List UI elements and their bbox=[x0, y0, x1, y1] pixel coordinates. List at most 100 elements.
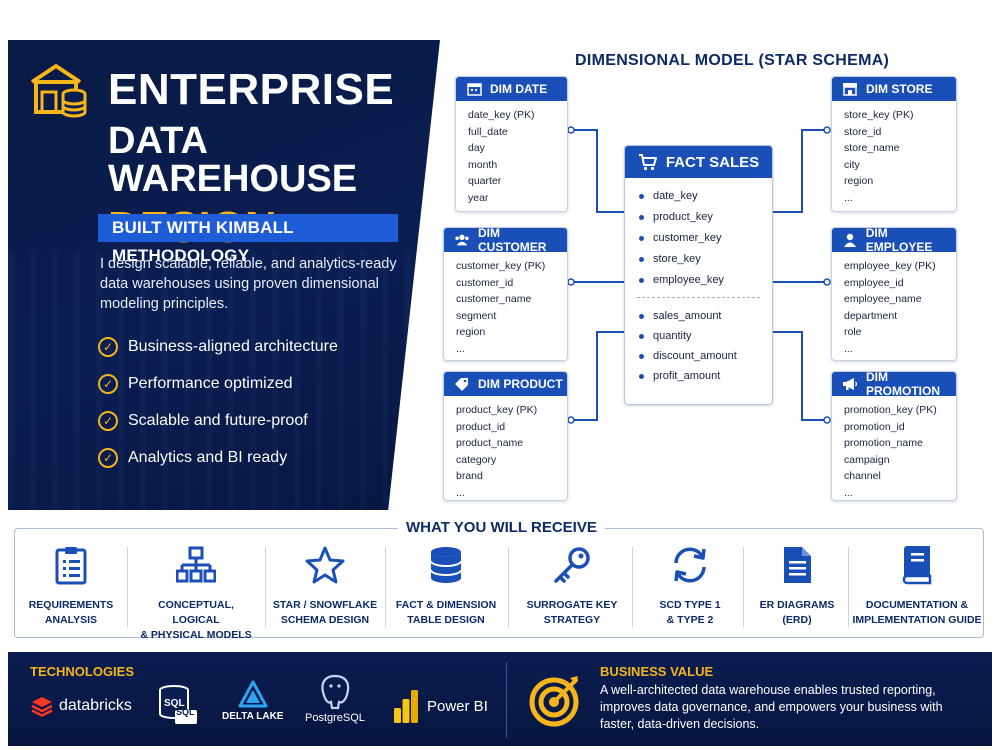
dim-product-table[interactable]: DIM PRODUCT product_key (PK) product_id … bbox=[443, 371, 568, 501]
deliverable-documentation: DOCUMENTATION & IMPLEMENTATION GUIDE bbox=[852, 545, 982, 635]
field: brand bbox=[456, 470, 483, 482]
connector-store bbox=[772, 129, 830, 213]
benefit-item: ✓ Performance optimized bbox=[98, 365, 338, 402]
databricks-logo-icon bbox=[31, 697, 53, 717]
business-value-text: A well-architected data warehouse enable… bbox=[600, 683, 943, 731]
tech-label: DELTA LAKE bbox=[222, 711, 284, 722]
intro-text: I design scalable, reliable, and analyti… bbox=[100, 256, 397, 312]
benefit-item: ✓Analytics and BI ready bbox=[98, 439, 338, 476]
tech-label: PostgreSQL bbox=[305, 712, 365, 724]
field: ... bbox=[456, 486, 465, 499]
methodology-banner: BUILT WITH KIMBALL METHODOLOGY bbox=[98, 214, 398, 265]
dim-date-table[interactable]: DIM DATE date_key (PK) full_date day mon… bbox=[455, 76, 568, 212]
deliverable-line2: (ERD) bbox=[782, 614, 812, 626]
field: category bbox=[456, 453, 497, 466]
deliverable-line1: STAR / SNOWFLAKE bbox=[272, 599, 378, 611]
field: product_name bbox=[456, 437, 524, 449]
dim-product-title: DIM PRODUCT bbox=[478, 377, 563, 391]
deliverable-line1: ER DIAGRAMS bbox=[759, 599, 835, 611]
deliverable-schema-design: STAR / SNOWFLAKE SCHEMA DESIGN bbox=[266, 545, 384, 635]
divider bbox=[385, 547, 386, 627]
dim-date-header: DIM DATE bbox=[456, 77, 567, 101]
dim-date-title: DIM DATE bbox=[490, 82, 548, 96]
benefit-item: ✓ Business-aligned architecture bbox=[98, 328, 338, 365]
check-icon: ✓ bbox=[98, 336, 118, 357]
field: city bbox=[844, 158, 860, 171]
benefit-label: Scalable and future-proof bbox=[128, 411, 308, 429]
field: role bbox=[844, 326, 862, 338]
field: department bbox=[844, 309, 898, 322]
dim-promotion-table[interactable]: DIM PROMOTION promotion_key (PK) promoti… bbox=[831, 370, 957, 501]
benefit-item: ✓Scalable and future-proof bbox=[98, 402, 338, 439]
clipboard-icon bbox=[55, 547, 87, 585]
tech-label: SQL bbox=[176, 707, 195, 717]
star-icon bbox=[305, 546, 345, 584]
dim-store-title: DIM STORE bbox=[866, 82, 933, 96]
field: channel bbox=[844, 470, 881, 482]
deliverable-erd: ER DIAGRAMS (ERD) bbox=[738, 545, 856, 635]
calendar-icon bbox=[466, 82, 482, 96]
deliverable-line1: REQUIREMENTS bbox=[28, 599, 114, 611]
deliverable-line2: STRATEGY bbox=[543, 614, 601, 626]
fact-sales-table[interactable]: FACT SALES date_key product_key customer… bbox=[624, 145, 773, 405]
dim-store-header: DIM STORE bbox=[832, 77, 956, 101]
field: promotion_key (PK) bbox=[844, 404, 937, 416]
deliverable-line1: SCD TYPE 1 bbox=[659, 599, 721, 611]
fact-sales-title: FACT SALES bbox=[665, 153, 760, 171]
store-icon bbox=[842, 82, 858, 96]
deliverable-line1: SURROGATE KEY bbox=[526, 599, 618, 611]
fact-measures: sales_amount quantity discount_amount pr… bbox=[625, 306, 772, 386]
schema-title: DIMENSIONAL MODEL (STAR SCHEMA) bbox=[575, 52, 890, 69]
fact-measure: discount_amount bbox=[639, 346, 772, 366]
connector-product bbox=[568, 331, 625, 421]
field: campaign bbox=[844, 453, 890, 466]
field: employee_name bbox=[844, 293, 922, 305]
tech-postgresql: PostgreSQL bbox=[305, 674, 365, 726]
megaphone-icon bbox=[842, 377, 858, 391]
field: store_key (PK) bbox=[844, 109, 914, 121]
postgresql-elephant-icon bbox=[321, 674, 350, 710]
tech-databricks: databricks bbox=[30, 680, 132, 732]
dim-employee-table[interactable]: DIM EMPLOYEE employee_key (PK) employee_… bbox=[831, 226, 957, 361]
deliverable-line2: IMPLEMENTATION GUIDE bbox=[852, 614, 982, 626]
tech-delta-lake: DELTA LAKE bbox=[222, 680, 283, 732]
field: month bbox=[468, 158, 498, 171]
field: promotion_id bbox=[844, 420, 905, 433]
deliverable-line1: DOCUMENTATION & bbox=[865, 599, 969, 611]
field: customer_id bbox=[456, 276, 514, 289]
field: date_key (PK) bbox=[468, 109, 535, 121]
fact-measure: quantity bbox=[639, 326, 772, 346]
deliverable-surrogate-key: SURROGATE KEY STRATEGY bbox=[513, 545, 631, 635]
dim-store-table[interactable]: DIM STORE store_key (PK) store_id store_… bbox=[831, 76, 957, 212]
check-icon: ✓ bbox=[98, 373, 118, 394]
field: ... bbox=[456, 342, 465, 355]
field: year bbox=[468, 191, 489, 204]
fact-sales-header: FACT SALES bbox=[625, 146, 772, 178]
user-icon bbox=[842, 233, 858, 247]
delta-lake-icon bbox=[238, 680, 268, 708]
divider bbox=[506, 662, 507, 738]
benefit-list: ✓ Business-aligned architecture ✓ Performa… bbox=[98, 328, 338, 476]
field: region bbox=[844, 175, 874, 187]
fact-key: customer_key bbox=[639, 228, 772, 249]
fact-key: product_key bbox=[639, 207, 772, 228]
dim-customer-title: DIM CUSTOMER bbox=[478, 226, 547, 254]
hierarchy-icon bbox=[176, 546, 216, 583]
field: day bbox=[468, 142, 485, 154]
deliverable-line1: CONCEPTUAL, LOGICAL bbox=[158, 599, 234, 626]
dim-employee-title: DIM EMPLOYEE bbox=[865, 226, 933, 254]
deliverable-scd: SCD TYPE 1& TYPE 2 bbox=[631, 545, 749, 635]
connector-promotion bbox=[772, 331, 830, 421]
divider bbox=[265, 547, 266, 627]
field: segment bbox=[456, 309, 497, 322]
benefit-label: Performance optimized bbox=[128, 374, 293, 392]
sync-icon bbox=[674, 547, 706, 583]
deliverable-line2: SCHEMA DESIGN bbox=[280, 614, 370, 626]
benefit-label: Business-aligned architecture bbox=[128, 337, 338, 355]
dim-customer-table[interactable]: DIM CUSTOMER customer_key (PK) customer_… bbox=[443, 226, 568, 361]
field: ... bbox=[844, 486, 853, 499]
field: quarter bbox=[468, 175, 502, 187]
field: customer_name bbox=[456, 293, 532, 305]
dim-promotion-header: DIM PROMOTION bbox=[832, 370, 956, 398]
